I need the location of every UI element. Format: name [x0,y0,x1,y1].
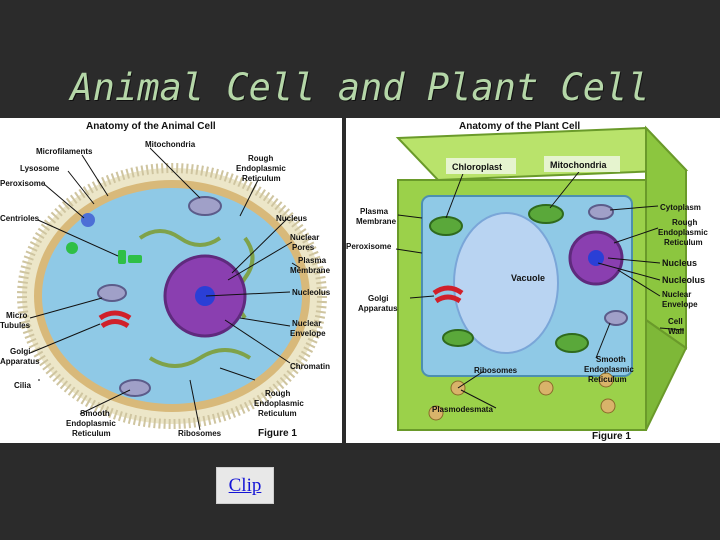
label-chromatin: Chromatin [290,362,330,371]
label-nucleus: Nucleus [276,214,308,223]
label-rough-er-b-1: Rough [265,389,290,398]
label-chloroplast: Chloroplast [452,162,502,172]
label-plant-rough-er-3: Reticulum [664,238,703,247]
label-microfilaments: Microfilaments [36,147,93,156]
label-mitochondria: Mitochondria [145,140,196,149]
label-rough-er-1: Rough [248,154,273,163]
label-peroxisome: Peroxisome [0,179,46,188]
label-golgi-2: Apparatus [0,357,40,366]
label-smooth-er-3: Reticulum [72,429,111,438]
label-plant-ribosomes: Ribosomes [474,366,518,375]
chloroplast-label-box [446,158,516,174]
label-cilia: Cilia [14,381,31,390]
label-cell-wall-1: Cell [668,317,683,326]
label-plant-nucleus: Nucleus [662,258,697,268]
label-micro-tubules-1: Micro [6,311,27,320]
animal-mitochondria [97,196,222,397]
animal-figure-caption: Figure 1 [258,428,297,439]
label-plant-golgi-1: Golgi [368,294,388,303]
label-vacuole: Vacuole [511,273,545,283]
label-plasmodesmata: Plasmodesmata [432,405,493,414]
slide-title: Animal Cell and Plant Cell [70,66,650,109]
animal-centrioles [118,250,142,264]
plant-nucleolus [588,250,604,266]
label-rough-er-b-2: Endoplasmic [254,399,304,408]
label-ribosomes: Ribosomes [178,429,222,438]
plant-chloroplasts [429,204,589,353]
label-plasma-membrane-2: Membrane [290,266,331,275]
label-nuclear-pores-1: Nuclear [290,233,319,242]
label-rough-er-b-3: Reticulum [258,409,297,418]
label-nucleolus: Nucleolus [292,288,331,297]
label-plant-rough-er-1: Rough [672,218,697,227]
animal-diagram-title: Anatomy of the Animal Cell [86,121,216,132]
label-plant-peroxisome: Peroxisome [346,242,392,251]
label-plant-smooth-er-3: Reticulum [588,375,627,384]
label-smooth-er-1: Smooth [80,409,110,418]
mitochondria-label-box [544,156,620,172]
label-cell-wall-2: Wall [668,327,684,336]
label-plant-nucleolus: Nucleolus [662,275,705,285]
label-plant-rough-er-2: Endoplasmic [658,228,708,237]
label-plant-smooth-er-1: Smooth [596,355,626,364]
clip-link[interactable]: Clip [228,474,262,496]
plant-diagram-title: Anatomy of the Plant Cell [459,121,580,132]
label-lysosome: Lysosome [20,164,60,173]
label-plant-golgi-2: Apparatus [358,304,398,313]
label-nuclear-envelope-1: Nuclear [292,319,321,328]
plant-mitochondria [588,204,628,326]
label-micro-tubules-2: Tubules [0,321,31,330]
clip-button[interactable]: Clip [216,467,274,504]
plant-vacuole [453,212,559,354]
plant-golgi [432,285,464,304]
label-golgi-1: Golgi [10,347,30,356]
plant-leader-lines [395,167,685,409]
animal-nucleolus [195,286,215,306]
label-rough-er-2: Endoplasmic [236,164,286,173]
plant-cell-diagram: Anatomy of the Plant Cell Chloroplast Mi… [346,118,720,443]
animal-peroxisome [81,213,95,227]
animal-lysosome [66,242,78,254]
plant-figure-caption: Figure 1 [592,431,631,442]
label-nuclear-envelope-2: Envelope [290,329,326,338]
animal-cell-illustration: Anatomy of the Animal Cell Microfilament… [0,121,331,439]
animal-cell-diagram: Anatomy of the Animal Cell Microfilament… [0,118,342,443]
label-nuclear-pores-2: Pores [292,243,315,252]
label-plant-nuclear-envelope-1: Nuclear [662,290,691,299]
label-plant-nuclear-envelope-2: Envelope [662,300,698,309]
label-cytoplasm: Cytoplasm [660,203,701,212]
label-plant-mitochondria: Mitochondria [550,160,607,170]
animal-golgi [98,310,132,329]
label-rough-er-3: Reticulum [242,174,281,183]
label-plant-smooth-er-2: Endoplasmic [584,365,634,374]
label-centrioles: Centrioles [0,214,40,223]
label-plasma-membrane-1: Plasma [298,256,327,265]
label-plant-plasma-membrane-1: Plasma [360,207,389,216]
plant-plasmodesmata [428,372,616,421]
label-plant-plasma-membrane-2: Membrane [356,217,397,226]
label-smooth-er-2: Endoplasmic [66,419,116,428]
animal-leader-lines [29,147,301,431]
plant-cell-illustration: Anatomy of the Plant Cell Chloroplast Mi… [346,121,708,442]
